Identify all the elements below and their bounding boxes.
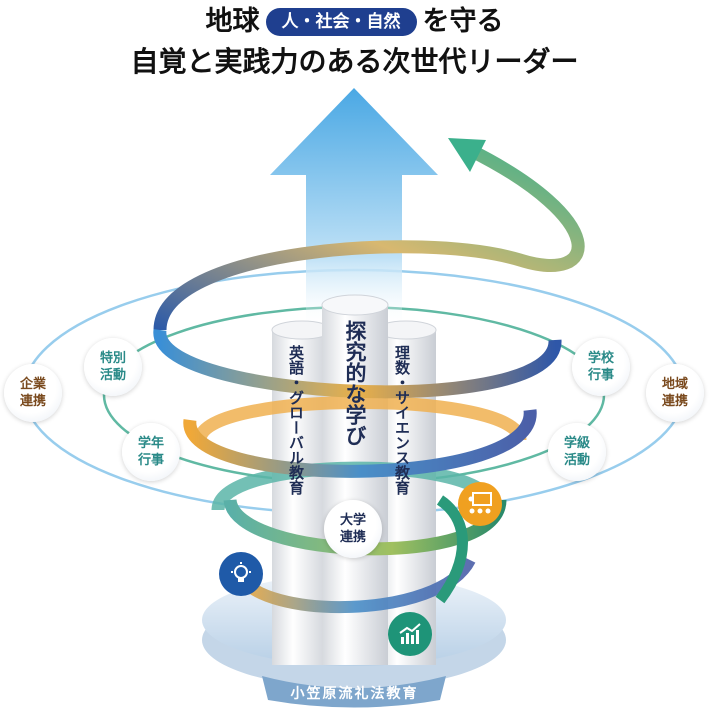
growth-arrow: [270, 88, 438, 330]
pillar-left-label: 英語・グローバル教育: [287, 345, 305, 495]
badge-grade-event: 学年 行事: [122, 423, 180, 481]
title-block: 地球 人・社会・自然 を守る 自覚と実践力のある次世代リーダー: [0, 4, 709, 82]
spiral-back-1: [193, 396, 527, 442]
badge-grade-event-text: 学年 行事: [137, 436, 164, 468]
title-suffix: を守る: [422, 6, 504, 37]
title-line-1: 地球 人・社会・自然 を守る: [0, 4, 709, 40]
badge-region-text: 地域 連携: [661, 377, 688, 409]
badge-university-text: 大学 連携: [339, 513, 366, 545]
badge-special-text: 特別 活動: [99, 351, 126, 383]
badge-school-event: 学校 行事: [572, 338, 630, 396]
base-label-band: [262, 676, 446, 708]
title-pill: 人・社会・自然: [265, 8, 417, 36]
spiral-front-1: [153, 329, 562, 399]
spiral-arrowhead: [448, 138, 486, 172]
spiral-bottom-link: [435, 495, 468, 604]
title-line-2: 自覚と実践力のある次世代リーダー: [130, 45, 579, 78]
title-prefix: 地球: [205, 6, 260, 37]
chart-icon: [388, 612, 432, 656]
lightbulb-icon: [219, 552, 263, 596]
pillar-right-label: 理数・サイエンス教育: [393, 345, 411, 495]
badge-class-activity: 学級 活動: [548, 423, 606, 481]
badge-university-link: 大学 連携: [324, 500, 382, 558]
presentation-icon: [458, 482, 502, 526]
badge-company-text: 企業 連携: [19, 377, 46, 409]
spiral-front-2: [183, 409, 537, 478]
badge-special-activity: 特別 活動: [84, 338, 142, 396]
spiral-top: [153, 144, 585, 331]
badge-region-link: 地域 連携: [646, 364, 704, 422]
base-label: 小笠原流礼法教育: [290, 686, 419, 702]
badge-company-link: 企業 連携: [4, 364, 62, 422]
pillar-center-label: 探究的な学び: [343, 320, 367, 446]
badge-school-event-text: 学校 行事: [587, 351, 614, 383]
badge-class-activity-text: 学級 活動: [563, 436, 590, 468]
